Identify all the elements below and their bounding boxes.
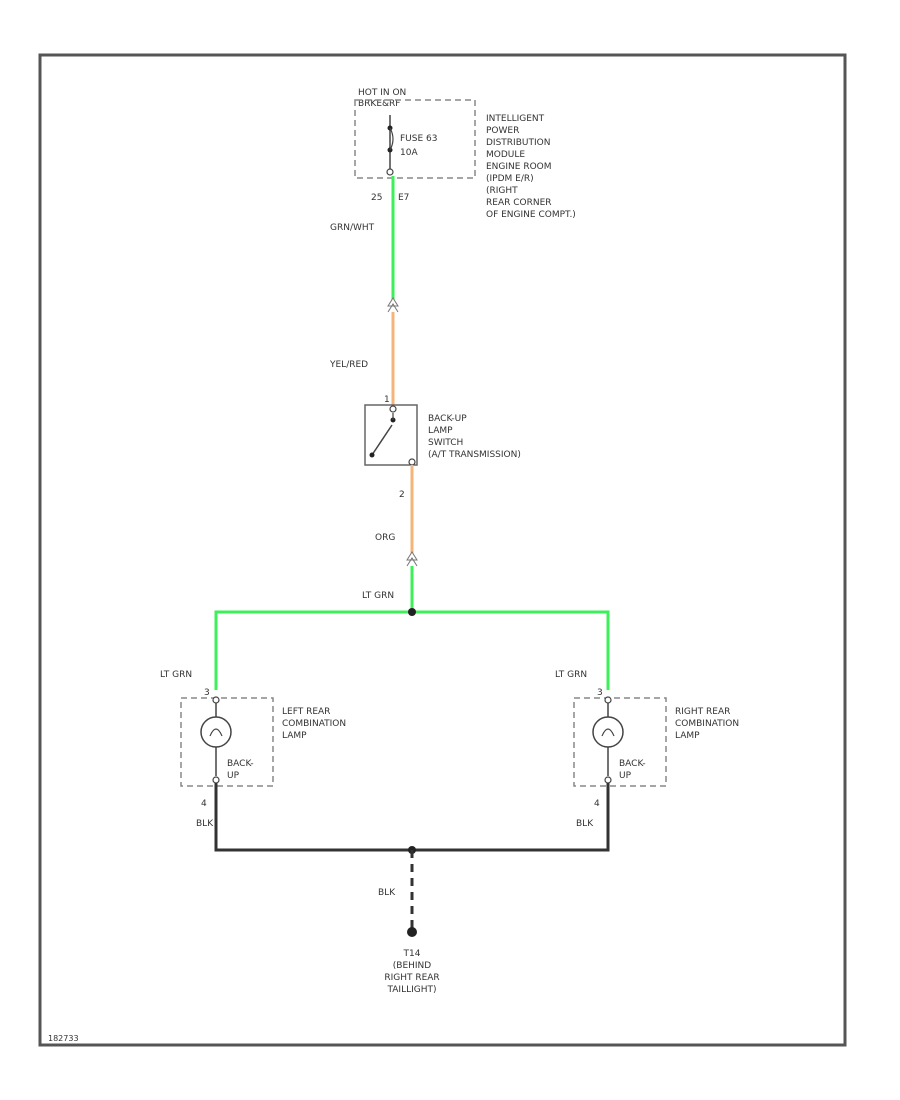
left-lamp-pin-in: 3 (204, 688, 210, 698)
left-bulb-line: UP (227, 771, 240, 781)
ground-line: RIGHT REAR (384, 973, 439, 983)
ipdm-line: POWER (486, 126, 519, 136)
ipdm-line: (IPDM E/R) (486, 174, 534, 184)
left-bulb-line: BACK- (227, 759, 254, 769)
wire-label-grn-wht: GRN/WHT (330, 223, 375, 233)
ipdm-connector-left: 25 (371, 193, 382, 203)
right-lamp-line: LAMP (675, 731, 700, 741)
right-lamp-line: RIGHT REAR (675, 707, 730, 717)
wire-label-org: ORG (375, 533, 395, 543)
left-lamp-line: COMBINATION (282, 719, 346, 729)
switch-line: SWITCH (428, 438, 463, 448)
power-source-line2: BRKE&RF (358, 99, 400, 109)
right-lamp-label: RIGHT REAR COMBINATION LAMP (675, 707, 739, 741)
switch-line: BACK-UP (428, 414, 467, 424)
switch-pin-out: 2 (399, 490, 405, 500)
fuse-name: FUSE 63 (400, 134, 437, 144)
wire-label-lt-grn: LT GRN (362, 591, 394, 601)
switch-line: (A/T TRANSMISSION) (428, 450, 521, 460)
ipdm-line: (RIGHT (486, 186, 518, 196)
wire-label-right-lt-grn: LT GRN (555, 670, 587, 680)
ipdm-line: REAR CORNER (486, 198, 552, 208)
ipdm-line: ENGINE ROOM (486, 162, 552, 172)
wire-label-left-lt-grn: LT GRN (160, 670, 192, 680)
fuse-rating: 10A (400, 148, 418, 158)
right-bulb-line: UP (619, 771, 632, 781)
switch-pin-in: 1 (384, 395, 390, 405)
left-lamp-line: LEFT REAR (282, 707, 330, 717)
right-lamp-box (573, 697, 667, 787)
ground-line: TAILLIGHT) (386, 985, 436, 995)
figure-id: 182733 (48, 1034, 79, 1043)
ipdm-line: MODULE (486, 150, 525, 160)
wire-label-left-blk: BLK (196, 819, 214, 829)
bulb-icon (200, 696, 232, 784)
ipdm-line: INTELLIGENT (486, 114, 545, 124)
wire-label-right-blk: BLK (576, 819, 594, 829)
wire-label-ground-blk: BLK (378, 888, 396, 898)
power-source-line1: HOT IN ON (358, 88, 406, 98)
ipdm-line: OF ENGINE COMPT.) (486, 210, 576, 220)
wire-label-yel-red: YEL/RED (329, 360, 368, 370)
fuse-icon (386, 115, 394, 176)
ground-line: (BEHIND (393, 961, 432, 971)
right-lamp-line: COMBINATION (675, 719, 739, 729)
ipdm-label: INTELLIGENT POWER DISTRIBUTION MODULE EN… (486, 114, 576, 220)
connector-icon (406, 551, 418, 567)
connector-icon (387, 297, 399, 313)
bulb-icon (592, 696, 624, 784)
left-lamp-label: LEFT REAR COMBINATION LAMP (282, 707, 346, 741)
ipdm-connector-right: E7 (398, 193, 409, 203)
left-lamp-pin-out: 4 (201, 799, 207, 809)
wire-lt-grn-branch (214, 610, 610, 690)
right-lamp-pin-in: 3 (597, 688, 603, 698)
switch-icon (369, 405, 416, 466)
ground-line: T14 (403, 949, 421, 959)
splice-dot (408, 608, 416, 616)
ipdm-line: DISTRIBUTION (486, 138, 550, 148)
switch-box (364, 404, 418, 466)
wire-blk-return (214, 783, 610, 852)
ipdm-box (354, 99, 476, 179)
ground-label: T14 (BEHIND RIGHT REAR TAILLIGHT) (384, 949, 439, 995)
right-bulb-line: BACK- (619, 759, 646, 769)
left-lamp-line: LAMP (282, 731, 307, 741)
switch-label: BACK-UP LAMP SWITCH (A/T TRANSMISSION) (428, 414, 521, 460)
ground-icon (407, 927, 417, 937)
switch-line: LAMP (428, 426, 453, 436)
right-lamp-pin-out: 4 (594, 799, 600, 809)
left-lamp-box (180, 697, 274, 787)
diagram-frame (38, 53, 847, 1047)
